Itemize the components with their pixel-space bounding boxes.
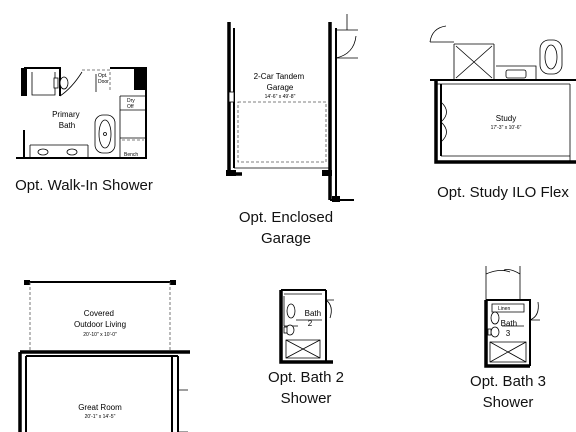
caption-enclosed-garage: Opt. Enclosed Garage	[238, 209, 334, 247]
plan-walk-in-shower: Primary Bath Opt. Door Dry Off Bench	[16, 67, 147, 159]
dimension-study: 17'-3" x 10'-6"	[491, 125, 522, 131]
room-label-study: Study	[496, 114, 516, 123]
dry-off-label: Dry Off	[127, 98, 136, 110]
room-label-great-room: Great Room	[78, 403, 122, 412]
caption-bath-3-shower: Opt. Bath 3 Shower	[470, 373, 546, 411]
dimension-tandem-garage: 14'-6" x 49'-8"	[265, 94, 296, 100]
bench-label: Bench	[124, 152, 138, 158]
room-label-tandem-garage: 2-Car Tandem Garage	[254, 72, 307, 92]
dimension-great-room: 20'-1" x 14'-5"	[85, 414, 116, 420]
plan-enclosed-garage: 2-Car Tandem Garage 14'-6" x 49'-8"	[226, 14, 358, 202]
room-label-bath-3: Bath 3	[501, 319, 520, 338]
plan-study-ilo-flex: Study 17'-3" x 10'-6"	[429, 25, 576, 164]
plan-bath-2-shower: Bath 2	[279, 289, 334, 364]
caption-walk-in-shower: Opt. Walk-In Shower	[15, 177, 153, 194]
room-label-covered-outdoor-living: Covered Outdoor Living	[74, 309, 126, 329]
caption-study-ilo-flex: Opt. Study ILO Flex	[437, 184, 569, 201]
dimension-covered-outdoor-living: 20'-10" x 10'-0"	[83, 332, 117, 338]
caption-bath-2-shower: Opt. Bath 2 Shower	[268, 369, 344, 407]
room-label-primary-bath: Primary Bath	[52, 110, 82, 130]
plan-bath-3-shower: Linen Bath 3	[484, 266, 540, 368]
opt-door-label: Opt. Door	[98, 73, 109, 85]
room-label-bath-2: Bath 2	[305, 309, 324, 328]
linen-label: Linen	[498, 306, 510, 312]
plan-covered-outdoor-living: Covered Outdoor Living 20'-10" x 10'-0" …	[18, 280, 190, 432]
